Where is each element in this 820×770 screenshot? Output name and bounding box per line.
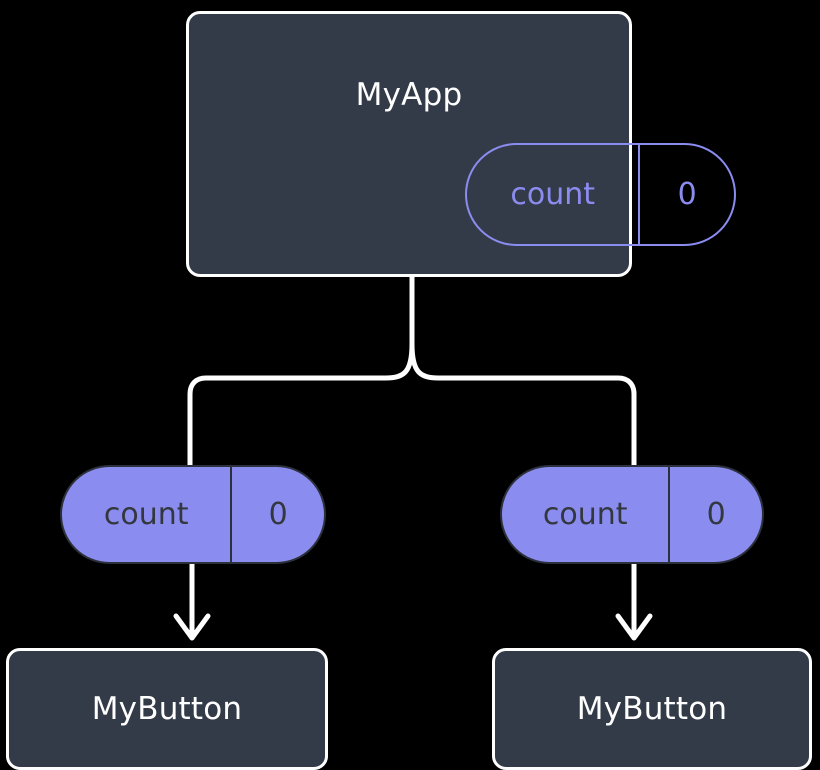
prop-pill-value: 0: [268, 497, 288, 532]
wire-arrow-right-head: [615, 613, 653, 641]
prop-pill-key: count: [62, 467, 233, 562]
component-title-myapp: MyApp: [355, 77, 463, 113]
prop-pill-count-right[interactable]: count 0: [500, 465, 764, 564]
component-box-mybutton-left[interactable]: MyButton: [6, 648, 328, 770]
component-box-mybutton-right[interactable]: MyButton: [492, 648, 812, 770]
component-title-mybutton-right: MyButton: [576, 691, 728, 727]
component-title-mybutton-left: MyButton: [91, 691, 243, 727]
wire-branch-left: [187, 341, 415, 475]
prop-pill-key: count: [502, 467, 671, 562]
component-box-myapp[interactable]: MyApp count 0: [186, 11, 736, 277]
prop-pill-count-left[interactable]: count 0: [60, 465, 326, 564]
state-pill-key: count: [467, 145, 641, 244]
wire-arrow-left-head: [173, 613, 211, 641]
component-title-wrap-myapp: MyApp: [189, 77, 629, 113]
state-pill-value: 0: [677, 177, 697, 212]
prop-pill-value: 0: [706, 497, 726, 532]
state-pill-count-root[interactable]: count 0: [465, 143, 736, 246]
wire-branch-right: [409, 341, 637, 475]
